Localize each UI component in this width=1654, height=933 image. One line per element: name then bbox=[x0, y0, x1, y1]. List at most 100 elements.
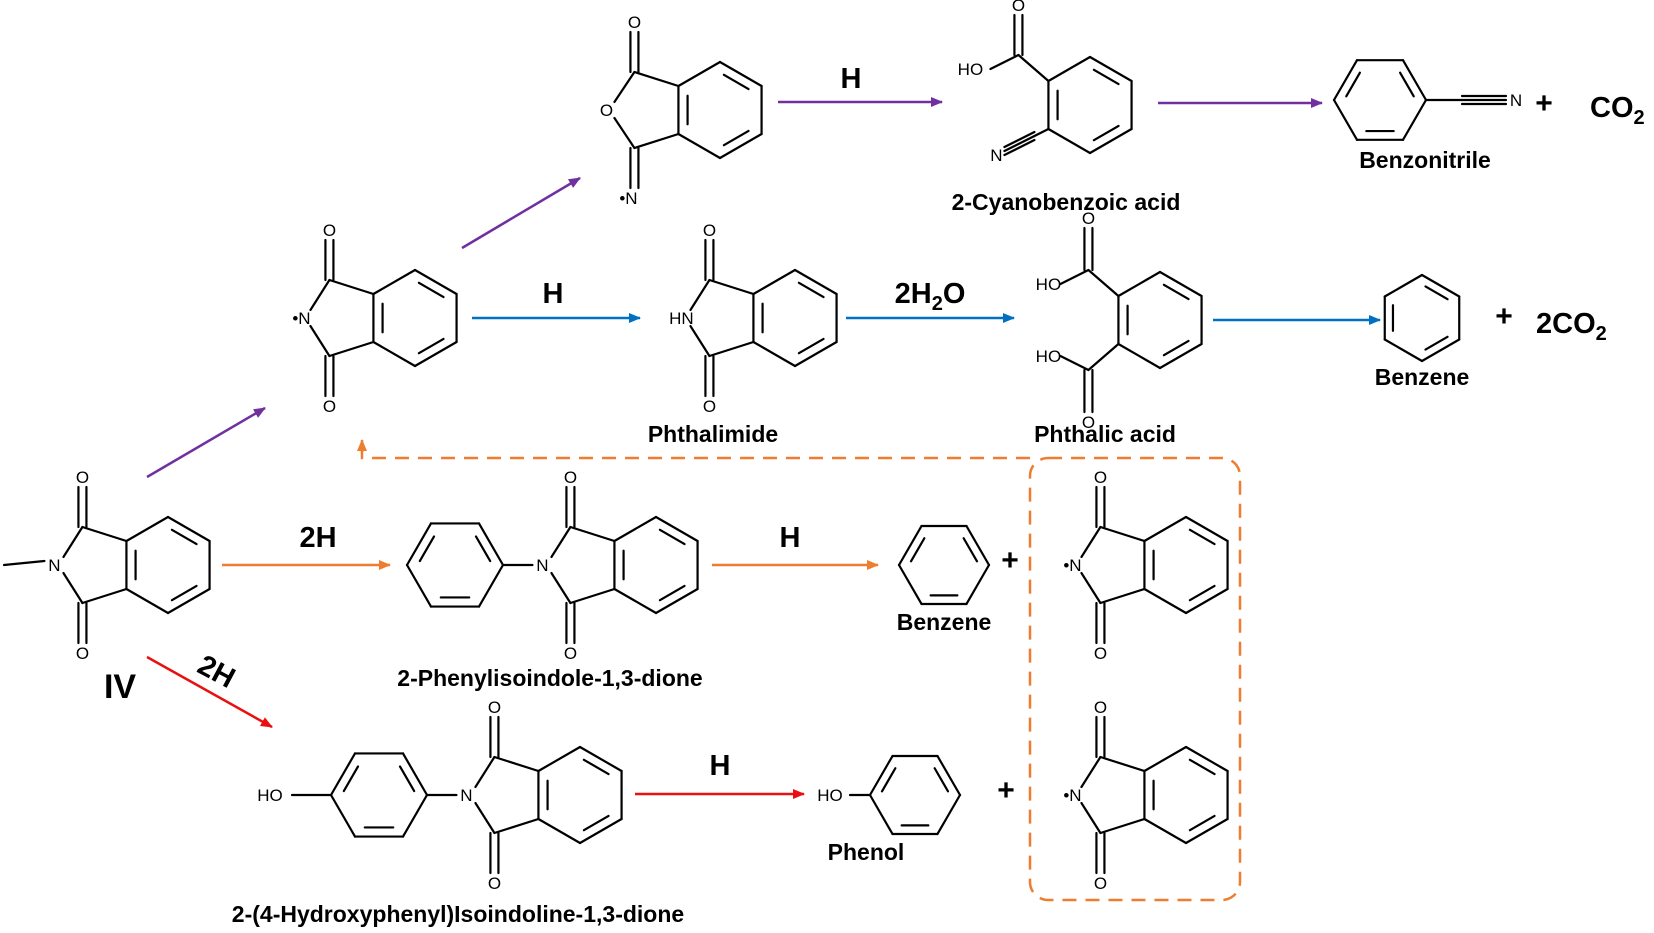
bond bbox=[1143, 745, 1188, 773]
bond bbox=[933, 767, 950, 793]
bond bbox=[989, 53, 1020, 71]
atom-label: O bbox=[564, 644, 577, 663]
reagent-h-orange: H bbox=[780, 522, 801, 554]
bond bbox=[897, 524, 923, 567]
atom-label: O bbox=[323, 397, 336, 416]
atom-label: N bbox=[460, 786, 472, 805]
bond bbox=[398, 765, 416, 793]
atom-label: HO bbox=[817, 786, 843, 805]
atom-label: O bbox=[1012, 0, 1025, 15]
bond bbox=[1401, 98, 1428, 141]
benzene-mid-structure bbox=[897, 524, 991, 606]
bond bbox=[1080, 755, 1102, 789]
bond bbox=[1345, 71, 1362, 98]
bond bbox=[342, 765, 360, 793]
atom-label: •N bbox=[619, 189, 637, 208]
bond bbox=[474, 535, 492, 563]
purple-arrow-iv-to-radical bbox=[146, 406, 266, 479]
bond bbox=[170, 584, 198, 602]
bond bbox=[1162, 339, 1190, 357]
label-phthalimide: Phthalimide bbox=[648, 421, 778, 447]
atom-label: O bbox=[1094, 874, 1107, 893]
bond bbox=[1184, 587, 1229, 615]
bond bbox=[2, 559, 46, 567]
bond bbox=[1003, 138, 1036, 157]
bond bbox=[1158, 342, 1203, 370]
bond bbox=[477, 563, 505, 608]
bond bbox=[1424, 335, 1449, 351]
bond bbox=[81, 587, 128, 605]
bond bbox=[613, 116, 636, 150]
phenyl-ring bbox=[405, 522, 534, 608]
bond bbox=[752, 340, 797, 368]
atom-label: O bbox=[564, 468, 577, 487]
bond bbox=[1059, 268, 1090, 286]
bond bbox=[868, 754, 894, 797]
phenylisoindole-structure: OON bbox=[536, 468, 699, 663]
bond bbox=[689, 278, 711, 312]
bond bbox=[537, 745, 582, 773]
label-phenylisoindole: 2-Phenylisoindole-1,3-dione bbox=[397, 665, 702, 691]
bond bbox=[166, 515, 211, 543]
bond bbox=[1080, 801, 1102, 835]
bond bbox=[166, 587, 211, 615]
bond bbox=[1158, 270, 1203, 298]
bond bbox=[613, 515, 658, 543]
bond bbox=[170, 528, 198, 546]
co2-blue: 2CO2 bbox=[1536, 308, 1607, 345]
bond bbox=[125, 587, 170, 615]
purple-arrow-radical-to-imine bbox=[461, 176, 581, 250]
atom-label: O bbox=[323, 221, 336, 240]
atom-label: •N bbox=[1063, 556, 1081, 575]
label-phenol: Phenol bbox=[828, 839, 905, 865]
atom-label: O bbox=[76, 468, 89, 487]
atom-label: O bbox=[76, 644, 89, 663]
bond bbox=[797, 281, 825, 299]
bond bbox=[677, 60, 722, 88]
bond bbox=[1401, 59, 1428, 102]
bond bbox=[909, 537, 926, 563]
reagent-h-purple: H bbox=[841, 63, 862, 95]
bond bbox=[708, 278, 755, 296]
bond bbox=[1099, 755, 1146, 773]
bond bbox=[654, 587, 699, 615]
atom-label: O bbox=[703, 221, 716, 240]
bond bbox=[1420, 338, 1461, 363]
bond bbox=[793, 268, 838, 296]
label-benzonitrile: Benzonitrile bbox=[1359, 147, 1491, 173]
bond bbox=[962, 537, 979, 563]
plus-benzene-top: + bbox=[1495, 300, 1513, 333]
atom-label: O bbox=[488, 698, 501, 717]
bond bbox=[708, 340, 755, 358]
atom-label: O bbox=[1082, 209, 1095, 228]
bond bbox=[1092, 124, 1120, 142]
bond bbox=[1383, 273, 1424, 298]
bond bbox=[329, 793, 357, 838]
bond bbox=[401, 752, 429, 797]
atom-label: O bbox=[600, 101, 613, 120]
bond bbox=[1087, 268, 1120, 298]
bond bbox=[1033, 127, 1050, 138]
bond bbox=[309, 324, 331, 358]
bond bbox=[880, 767, 897, 793]
bond bbox=[413, 340, 458, 368]
bond bbox=[965, 524, 991, 567]
atom-label: O bbox=[628, 13, 641, 32]
bond bbox=[474, 755, 496, 789]
bond bbox=[405, 563, 433, 608]
bond bbox=[493, 817, 540, 835]
bond bbox=[1099, 817, 1146, 835]
bond bbox=[405, 522, 433, 567]
bond bbox=[658, 528, 686, 546]
label-phthalic-acid: Phthalic acid bbox=[1034, 421, 1176, 447]
bond bbox=[418, 535, 436, 563]
atom-label: HO bbox=[958, 60, 984, 79]
bond bbox=[1087, 342, 1120, 372]
atom-label: N bbox=[1510, 91, 1522, 110]
bond bbox=[569, 525, 616, 543]
radical-imide-upper: OO•N bbox=[1063, 468, 1229, 663]
compound-iv: OON bbox=[2, 468, 211, 663]
bond bbox=[1099, 587, 1146, 605]
